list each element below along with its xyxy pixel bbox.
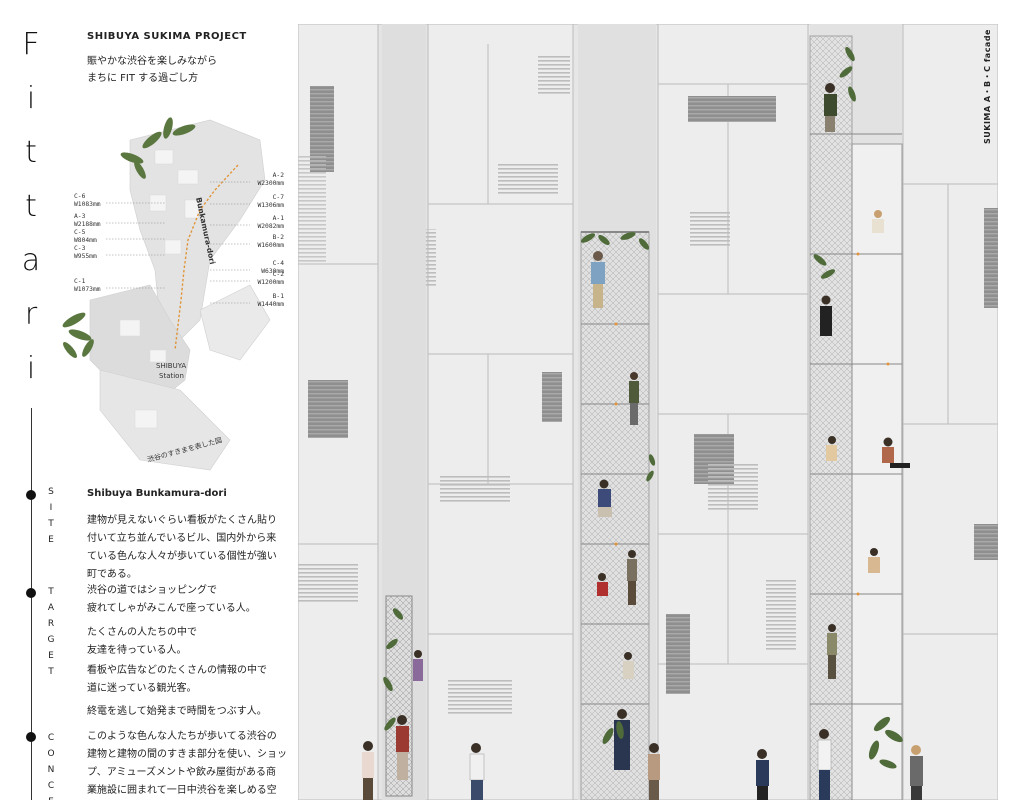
target-line: 渋谷の道ではショッピングで [87, 585, 217, 596]
gap-label: W1083mm [74, 201, 101, 208]
concept-description: このような色んな人たちが歩いてる渋谷の建物と建物の間のすきま部分を使い、ショップ… [87, 728, 287, 800]
section-letter: C [47, 781, 55, 791]
left-gap-labels: C-6W1083mmA-3W2188mmC-5W804mmC-3W955mmC-… [74, 193, 165, 293]
gap-label: W1600mm [257, 242, 284, 249]
title-letter: i [26, 351, 36, 386]
section-letter: G [47, 635, 55, 645]
gap-label: W1200mm [257, 279, 284, 286]
light-icons [614, 252, 890, 596]
gap-label: W630mm [261, 268, 284, 275]
gap-label: W2082mm [257, 223, 284, 230]
section-letter: O [47, 749, 55, 759]
gap-label: C-3 [74, 245, 86, 252]
section-letter: E [48, 651, 54, 661]
section-letter: T [48, 519, 54, 529]
section-letter: E [46, 794, 56, 800]
target-item: たくさんの人たちの中で 友達を待っている人。 [87, 624, 197, 660]
leaf-icon [120, 117, 196, 179]
plant-icons [383, 46, 903, 769]
section-letter: T [48, 667, 54, 677]
people [362, 83, 923, 800]
section-letter: R [47, 619, 55, 629]
text-line: ている色んな人々が歩いている個性が強い [87, 551, 277, 562]
gap-label: A-2 [273, 172, 285, 179]
target-line: 友達を待っている人。 [87, 645, 187, 656]
gap-label: C-5 [74, 229, 86, 236]
gap-label: C-6 [74, 193, 86, 200]
gap-label: C-4 [273, 260, 285, 267]
tagline: 賑やかな渋谷を楽しみながら まちに FIT する過ごし方 [87, 53, 217, 87]
text-line: 建物と建物の間のすきま部分を使い、ショッ [87, 749, 287, 760]
gap-label: C-1 [74, 278, 86, 285]
section-letter: S [48, 487, 54, 497]
section-letter: N [47, 765, 55, 775]
concept-bullet [26, 732, 36, 742]
text-line: 付いて立ち並んでいるビル、国内外から来 [87, 533, 277, 544]
shibuya-map: Bunkamura-dori C-6W1083mmA-3W2188mmC-5W8… [62, 117, 284, 471]
target-item: 終電を逃して始発まで時間をつぶす人。 [87, 703, 267, 721]
section-concept-label: CONCE [46, 730, 56, 800]
gap-label: W1440mm [257, 301, 284, 308]
gap-label: B-2 [273, 234, 285, 241]
target-line: 看板や広告などのたくさんの情報の中で [87, 665, 267, 676]
title-letter: t [25, 135, 37, 170]
title-letter: i [26, 81, 36, 116]
title-letter: F [22, 27, 40, 62]
leaf-icon [62, 312, 94, 358]
text-line: プ、アミューズメントや飲み屋街がある商 [87, 767, 276, 778]
title-letter: a [21, 243, 41, 278]
gap-label: C-2 [273, 271, 285, 278]
section-letter: T [48, 587, 54, 597]
sukima-b [580, 231, 650, 800]
sukima-c [809, 35, 903, 800]
site-bullet [26, 490, 36, 500]
section-letter: C [47, 733, 55, 743]
gap-label: B-1 [273, 293, 285, 300]
facade-label: SUKIMA A・B・C facade [982, 29, 996, 150]
project-name: SHIBUYA SUKIMA PROJECT [87, 31, 247, 42]
text-line: 建物が見えないぐらい看板がたくさん貼り [87, 515, 277, 526]
title-letter: r [24, 297, 38, 332]
title-letter: t [25, 189, 37, 224]
gap-label: W2300mm [257, 180, 284, 187]
section-letter: A [47, 603, 55, 613]
tagline-line: まちに FIT する過ごし方 [87, 73, 199, 84]
target-bullet [26, 588, 36, 598]
gap-label: A-3 [74, 213, 86, 220]
gap-label: W1073mm [74, 286, 101, 293]
gap-label: W2188mm [74, 221, 101, 228]
target-line: 終電を逃して始発まで時間をつぶす人。 [87, 706, 267, 717]
facade-label-text: SUKIMA A・B・C facade [983, 29, 992, 144]
gap-label: W955mm [74, 253, 97, 260]
text-line: このような色んな人たちが歩いてる渋谷の [87, 731, 277, 742]
gap-label: A-1 [273, 215, 285, 222]
facade-illustration [298, 24, 998, 800]
tagline-line: 賑やかな渋谷を楽しみながら [87, 56, 217, 67]
station-label: SHIBUYA [156, 362, 186, 370]
target-line: たくさんの人たちの中で [87, 627, 197, 638]
section-letter: E [48, 535, 54, 545]
gap-label: W1306mm [257, 202, 284, 209]
right-gap-labels: A-2W2300mmC-7W1306mmA-1W2082mmB-2W1600mm… [210, 172, 284, 308]
station-label: Station [159, 372, 184, 380]
target-item: 看板や広告などのたくさんの情報の中で 道に迷っている観光客。 [87, 662, 267, 698]
section-letter: I [49, 503, 53, 513]
gap-label: C-7 [273, 194, 285, 201]
text-line: 業施設に囲まれて一日中渋谷を楽しめる空 [87, 785, 277, 796]
site-description: 建物が見えないぐらい看板がたくさん貼り付いて立ち並んでいるビル、国内外から来てい… [87, 512, 277, 584]
target-item: 渋谷の道ではショッピングで 疲れてしゃがみこんで座っている人。 [87, 582, 256, 618]
target-line: 道に迷っている観光客。 [87, 683, 197, 694]
site-heading: Shibuya Bunkamura-dori [87, 488, 227, 499]
gap-label: W804mm [74, 237, 97, 244]
target-line: 疲れてしゃがみこんで座っている人。 [87, 603, 256, 614]
text-line: 町である。 [87, 569, 137, 580]
timeline-line [31, 408, 32, 800]
